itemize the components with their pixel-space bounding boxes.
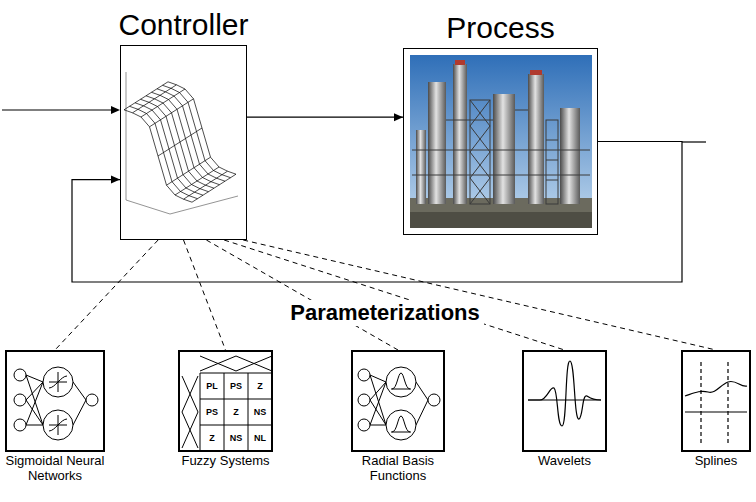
signal-path (72, 142, 682, 283)
parameterization-box: Wavelets (522, 350, 607, 452)
arrow-head (394, 113, 403, 121)
refinery-photo (410, 55, 592, 228)
dashed-leader (224, 240, 564, 350)
signal-path (247, 117, 403, 118)
output-signal (682, 141, 706, 142)
spline-icon (685, 362, 747, 445)
parameterization-box: Sigmoidal Neural Networks (5, 350, 105, 452)
rule-cell: Z (257, 381, 263, 391)
control-surface-plot (124, 72, 238, 214)
fuzzy-table-icon (182, 356, 272, 450)
rule-cell: NL (254, 433, 266, 443)
dashed-leader-path (55, 240, 158, 350)
dashed-leader-path (206, 240, 398, 350)
rule-cell: PL (206, 381, 218, 391)
wavelet-icon (528, 361, 601, 426)
dashed-leader (184, 240, 226, 350)
process-box: Process (403, 48, 598, 235)
parameterization-box: Radial Basis Functions (351, 350, 445, 452)
rule-cell: Z (209, 433, 215, 443)
parameterization-box: Splines (681, 350, 751, 452)
rule-cell: NS (230, 433, 243, 443)
parameterization-caption: Splines (681, 454, 751, 469)
dashed-leader-path (224, 240, 564, 350)
dashed-leader-path (184, 240, 226, 350)
section-heading: Parameterizations (286, 300, 484, 325)
rule-cell: NS (254, 407, 267, 417)
signal-line (72, 142, 682, 283)
signal-line (247, 113, 403, 121)
dashed-leader (55, 240, 158, 350)
dashed-leader-path (243, 240, 716, 350)
arrow-head (111, 176, 120, 184)
neural-network-icon (14, 367, 98, 440)
rule-cell: PS (230, 381, 242, 391)
parameterization-caption: Wavelets (517, 454, 613, 469)
controller-heading: Controller (118, 8, 248, 43)
rbf-network-icon (358, 367, 440, 440)
process-heading: Process (446, 11, 554, 46)
rule-cell: Z (233, 407, 239, 417)
controller-box: Controller (120, 45, 247, 240)
dashed-leader (206, 240, 398, 350)
dashed-leader (243, 240, 716, 350)
parameterization-caption: Fuzzy Systems (174, 454, 278, 469)
input-signal (2, 106, 120, 114)
parameterization-caption: Radial Basis Functions (352, 454, 444, 484)
parameterization-caption: Sigmoidal Neural Networks (3, 454, 107, 484)
rule-cell: PS (206, 407, 218, 417)
